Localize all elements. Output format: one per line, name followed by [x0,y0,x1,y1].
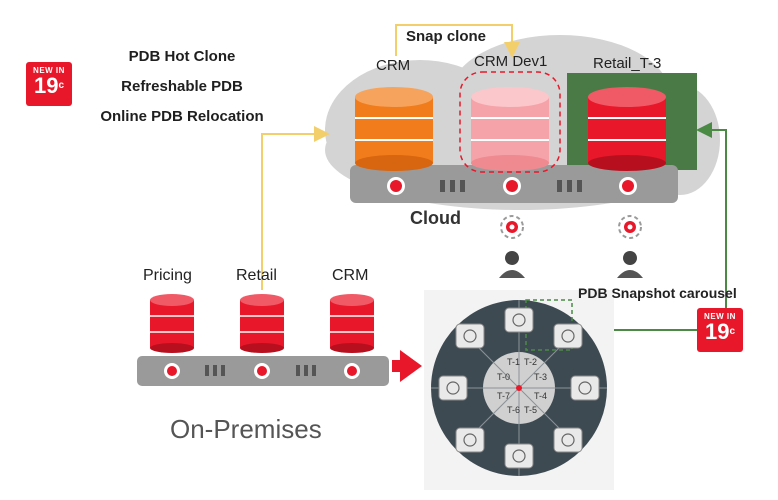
onprem-shelf [137,356,389,386]
badge-version: 19c [697,321,743,343]
cloud-label: Cloud [410,208,461,228]
snap-clone-arrow [395,24,520,58]
feature-refreshable-pdb: Refreshable PDB [121,78,243,95]
carousel-to-cloud-arrow [560,122,727,331]
carousel-slot-t2: T-2 [524,357,538,367]
snap-clone-label: Snap clone [406,28,487,45]
carousel-slot-t6: T-6 [507,405,521,415]
cloud-db-crm-dev1 [459,71,561,173]
new-in-19c-badge: NEW IN 19c [26,62,72,106]
badge-version-number: 19 [704,319,730,344]
feature-online-relocation: Online PDB Relocation [100,108,264,125]
user-icon [499,251,525,278]
carousel-slot-t4: T-4 [534,391,548,401]
hot-clone-arrow [261,126,330,290]
onprem-label: On-Premises [170,414,322,444]
cloud-db-label-crm: CRM [376,57,411,74]
cloud-db-label-crm-dev1: CRM Dev1 [474,53,548,70]
badge-caption: NEW IN [704,312,736,321]
onprem-db-label-crm: CRM [332,267,369,284]
snapshot-carousel-dial [424,290,614,490]
to-carousel-arrow [392,350,422,382]
cloud-db-label-retail-t3: Retail_T-3 [593,55,662,72]
badge-version-suffix: c [729,326,736,337]
carousel-slot-t0: T-0 [497,372,511,382]
badge-caption: NEW IN [33,66,65,75]
carousel-slot-t1: T-1 [507,357,521,367]
feature-hot-clone: PDB Hot Clone [128,48,236,65]
carousel-slot-t3: T-3 [534,372,548,382]
badge-version-suffix: c [58,80,65,91]
badge-version-number: 19 [33,73,59,98]
gear-icon [500,215,524,239]
badge-version: 19c [26,75,72,97]
onprem-db-retail [240,294,284,353]
carousel-slot-t7: T-7 [497,391,511,401]
snapshot-carousel-label: PDB Snapshot carousel [578,285,737,301]
user-icon [617,251,643,278]
carousel-slot-t5: T-5 [524,405,538,415]
onprem-db-label-retail: Retail [236,267,277,284]
onprem-db-pricing [150,294,194,353]
gear-icon [618,215,642,239]
cloud-shelf [350,165,678,203]
new-in-19c-badge: NEW IN 19c [697,308,743,352]
cloud-db-crm [355,87,433,171]
onprem-db-crm [330,294,374,353]
cloud-db-retail-t3 [588,87,666,171]
onprem-db-label-pricing: Pricing [143,267,192,284]
